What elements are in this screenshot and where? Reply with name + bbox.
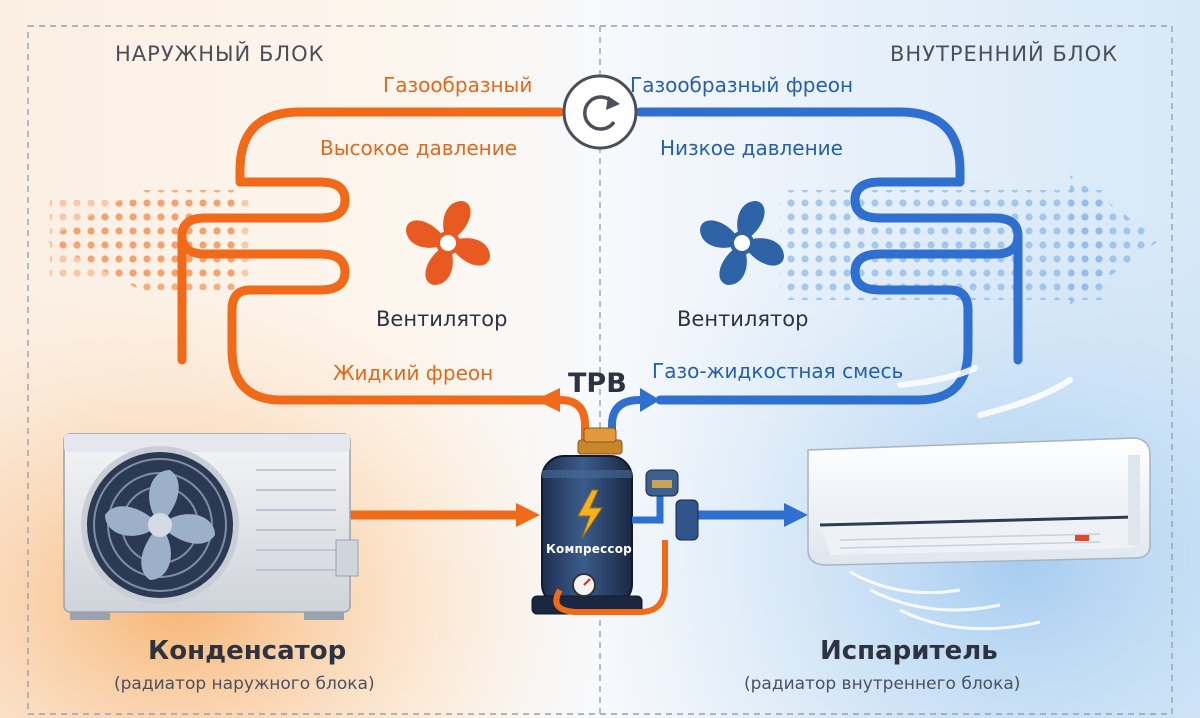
gas-liquid-mix-label: Газо-жидкостная смесь [652,359,904,383]
outdoor-gas-label: Газообразный [383,73,533,97]
hot-arrow-head-1 [535,388,560,412]
condenser-title: Конденсатор [148,636,347,666]
compressor-label: Компрессор [546,542,632,556]
cold-arrow-head-1 [640,388,660,412]
outdoor-fan-label: Вентилятор [376,307,508,331]
low-pressure-label: Низкое давление [660,136,843,160]
hot-air-flow [45,190,250,290]
expansion-valve [577,427,623,455]
evaporator-title: Испаритель [820,636,998,666]
hot-arrow-head-2 [516,503,540,527]
condenser-subtitle: (радиатор наружного блока) [114,674,375,694]
cold-refrigerant-line [635,107,1023,520]
gauge-icon [572,573,596,597]
cold-wind-arrows [897,365,1073,418]
outdoor-unit-illustration [63,433,359,620]
cold-air-flow [780,175,1160,305]
indoor-fan-label: Вентилятор [677,307,809,331]
outdoor-section-title: НАРУЖНЫЙ БЛОК [115,42,325,66]
hot-refrigerant-line [177,107,565,520]
expansion-valve-label: ТРВ [568,368,627,399]
indoor-section-title: ВНУТРЕННИЙ БЛОК [890,42,1119,66]
cycle-arrow-icon [562,74,638,150]
evaporator-subtitle: (радиатор внутреннего блока) [744,674,1021,694]
valve-body [645,469,699,541]
lightning-icon [577,489,603,539]
hot-to-valve-pipe [556,396,589,449]
indoor-unit-illustration [807,437,1151,631]
liquid-freon-label: Жидкий фреон [333,361,494,385]
cold-arrow-head-2 [784,503,808,527]
fan-icon [700,201,784,285]
cold-from-valve-pipe [608,396,644,449]
fan-icon [406,201,490,285]
compressor-illustration [531,455,699,615]
indoor-gas-label: Газообразный фреон [630,73,854,97]
high-pressure-label: Высокое давление [320,136,518,160]
